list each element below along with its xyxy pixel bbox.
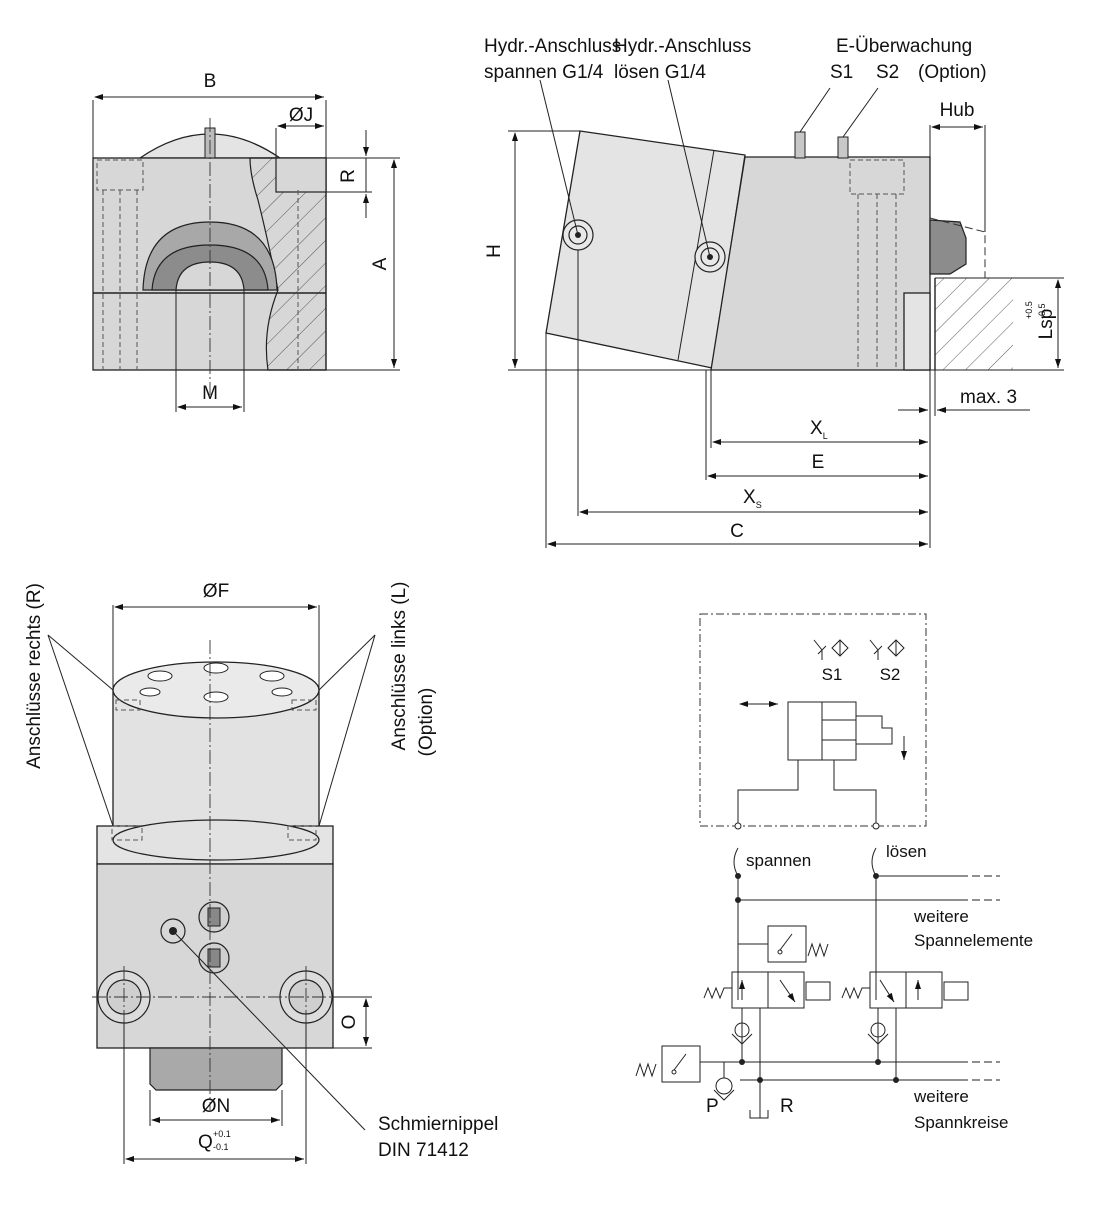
dim-R-label: R <box>338 169 359 183</box>
dim-C-label: C <box>730 521 744 542</box>
dim-lsp-tol-upper: +0.5 <box>1024 301 1034 319</box>
more-elements-label-2: Spannelemente <box>914 931 1033 950</box>
circuit-boundary <box>699 613 927 827</box>
dim-hub-label: Hub <box>940 100 975 121</box>
port-release-label-1: Hydr.-Anschluss <box>614 36 751 57</box>
dim-max3-label: max. 3 <box>960 387 1017 408</box>
dim-Q-tol-lower: -0.1 <box>213 1142 229 1152</box>
dim-XL-label: XL <box>810 418 828 441</box>
top-view: ØF Anschlüsse rechts (R) Anschlüsse link… <box>24 581 498 1164</box>
dim-Q-tol-upper: +0.1 <box>213 1129 231 1139</box>
ports-right-label: Anschlüsse rechts (R) <box>24 583 45 769</box>
dim-XS-label: XS <box>743 487 762 510</box>
valve-right-icon <box>841 971 969 1009</box>
dim-E-label: E <box>812 452 825 473</box>
ports-left-label: Anschlüsse links (L) <box>389 582 410 751</box>
nipple-label-2: DIN 71412 <box>378 1140 469 1161</box>
circuit-release-label: lösen <box>886 842 927 861</box>
port-fitting-upper-icon <box>198 901 230 933</box>
clamp-tip <box>929 219 967 275</box>
pressure-switch-upper-icon <box>738 925 829 963</box>
port-clamp-label-1: Hydr.-Anschluss <box>484 36 621 57</box>
valve-left-icon <box>703 971 831 1009</box>
cylinder-symbol <box>739 701 907 761</box>
nipple-label-1: Schmiernippel <box>378 1114 498 1135</box>
hydraulic-circuit: S1 S2 spannen lösen weitere Spannelement… <box>635 613 1033 1132</box>
circuit-P-label: P <box>706 1096 719 1117</box>
more-circuits-label-1: weitere <box>913 1087 969 1106</box>
dim-H-label: H <box>484 244 505 258</box>
circuit-s1-label: S1 <box>822 665 843 684</box>
dim-F-label: ØF <box>203 581 229 602</box>
monitoring-s2-label: S2 <box>876 62 899 83</box>
more-circuits-label-2: Spannkreise <box>914 1113 1009 1132</box>
pressure-switch-lower-icon <box>635 1045 720 1083</box>
front-bore-J <box>275 157 327 193</box>
dim-lsp-label: Lsp <box>1036 309 1057 340</box>
ports-left-option-label: (Option) <box>416 688 437 757</box>
monitoring-label: E-Überwachung <box>836 36 972 57</box>
port-clamp-label-2: spannen G1/4 <box>484 62 604 83</box>
front-view: B ØJ R A M <box>92 71 400 412</box>
more-elements-label-1: weitere <box>913 907 969 926</box>
dim-N-label: ØN <box>202 1096 231 1117</box>
dim-B-label: B <box>204 71 217 92</box>
dim-Q-label: Q <box>198 1132 213 1153</box>
sensor-s2-icon <box>837 136 849 159</box>
monitoring-s1-label: S1 <box>830 62 853 83</box>
workpiece-hatch <box>935 278 1013 370</box>
port-fitting-lower-icon <box>198 942 230 974</box>
top-thread-boss <box>149 1047 283 1091</box>
port-release-label-2: lösen G1/4 <box>614 62 706 83</box>
dim-J-label: ØJ <box>289 105 313 126</box>
dim-O-label: O <box>339 1015 360 1030</box>
switch-s2-icon <box>869 639 905 660</box>
side-foot <box>903 292 931 371</box>
dim-lsp-tol-lower: -0.5 <box>1037 303 1047 319</box>
switch-s1-icon <box>813 639 849 660</box>
circuit-s2-label: S2 <box>880 665 901 684</box>
sensor-s1-icon <box>794 131 806 159</box>
circuit-clamp-label: spannen <box>746 851 811 870</box>
side-main-block <box>710 156 931 371</box>
monitoring-option-label: (Option) <box>918 62 987 83</box>
side-view: Hydr.-Anschluss spannen G1/4 Hydr.-Ansch… <box>484 36 1064 548</box>
dim-A-label: A <box>370 257 391 270</box>
circuit-R-label: R <box>780 1096 794 1117</box>
dim-M-label: M <box>202 383 218 404</box>
